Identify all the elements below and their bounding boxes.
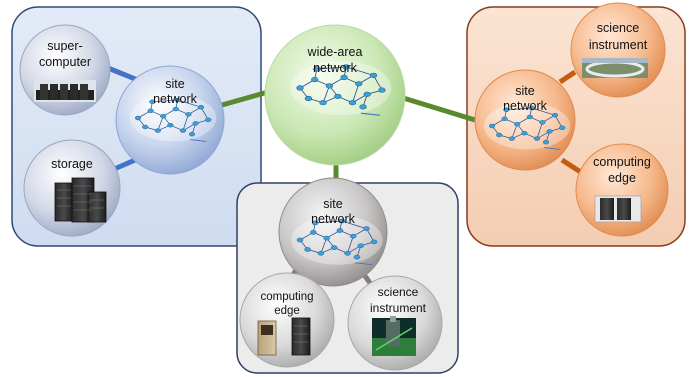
bottom-edge-label-line1: computing [260,291,313,303]
network-topology-icon [483,102,571,150]
supercomputer-label-line1: super- [47,39,82,53]
right-site-label-line1: site [515,84,535,98]
bottom-instrument-label-line2: instrument [370,301,427,315]
link-right-instrument [558,69,577,85]
right-instrument-label-line1: science [597,21,639,35]
science-instrument-image [372,316,416,356]
right-edge-label-line2: edge [608,171,636,185]
left-site-label-line1: site [165,77,185,91]
supercomputer-image [34,80,96,102]
left-site-network-node [115,65,225,175]
left-site-label-line2: network [153,92,198,106]
bottom-edge-node [239,272,335,368]
network-topology-icon [291,215,383,266]
wan-label-line2: network [313,61,358,75]
link-wan-right [399,94,476,123]
network-topology-icon [129,94,217,142]
network-topology-icon [290,60,392,116]
right-instrument-label-line2: instrument [589,38,648,52]
bottom-edge-label-line2: edge [274,305,300,317]
bottom-site-label-line1: site [323,197,343,211]
computing-edge-rack-icon [257,317,311,356]
computing-edge-rack-icon [594,195,642,223]
link-wan-left [214,89,269,110]
bottom-instrument-label-line1: science [378,285,419,299]
wan-label-line1: wide-area [307,45,363,59]
science-instrument-image [582,58,648,78]
bottom-site-label-line2: network [311,212,356,226]
right-site-label-line2: network [503,99,548,113]
storage-rack-icon [54,177,107,223]
supercomputer-label-line2: computer [39,55,91,69]
storage-label: storage [51,157,93,171]
bottom-site-network-node [278,177,388,287]
right-edge-label-line1: computing [593,155,651,169]
